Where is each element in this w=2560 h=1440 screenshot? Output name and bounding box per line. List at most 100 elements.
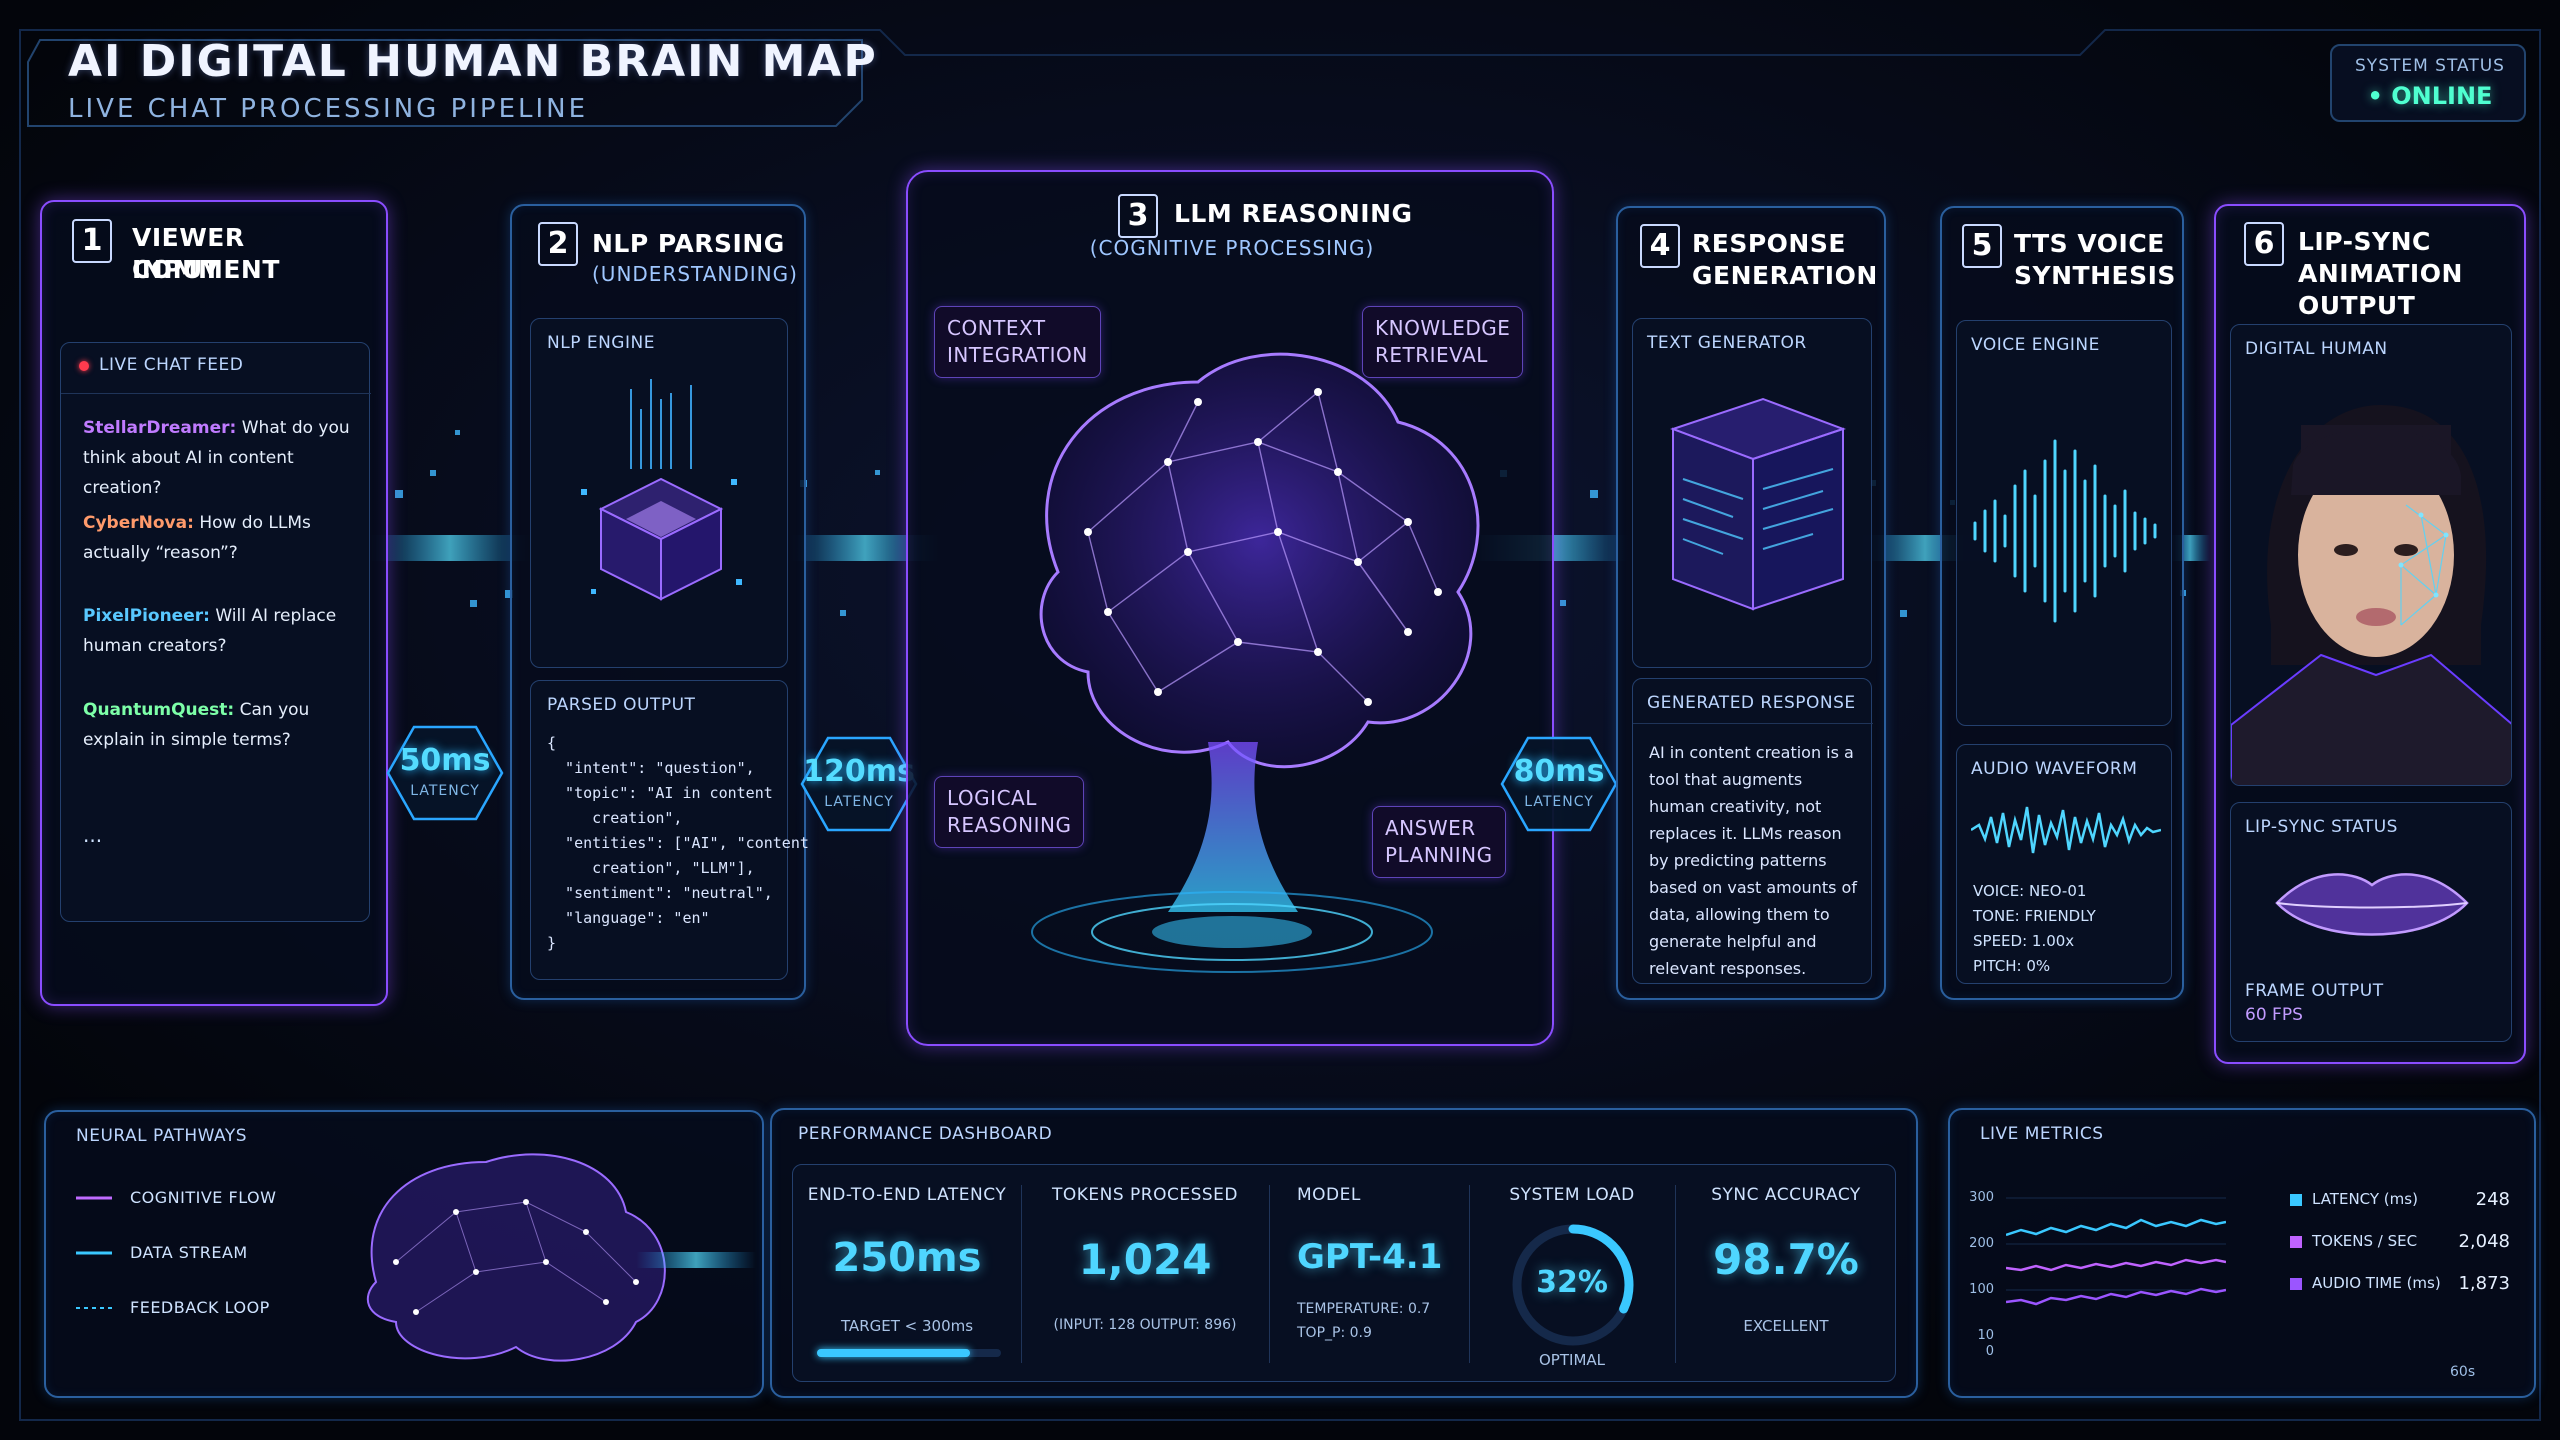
step-3-number: 3 bbox=[1118, 194, 1158, 238]
neural-pathways-panel: NEURAL PATHWAYS COGNITIVE FLOW DATA STRE… bbox=[44, 1110, 764, 1398]
performance-dashboard: PERFORMANCE DASHBOARD END-TO-END LATENCY… bbox=[770, 1108, 1918, 1398]
live-legend-name: LATENCY (ms) bbox=[2312, 1190, 2418, 1208]
parsed-output-label: PARSED OUTPUT bbox=[547, 695, 696, 715]
live-legend-name: AUDIO TIME (ms) bbox=[2312, 1274, 2441, 1292]
step-4-number: 4 bbox=[1640, 224, 1680, 268]
step-2-subtitle: (UNDERSTANDING) bbox=[592, 262, 798, 286]
generated-response-panel: GENERATED RESPONSE AI in content creatio… bbox=[1632, 678, 1873, 984]
live-chat-feed[interactable]: LIVE CHAT FEED StellarDreamer: What do y… bbox=[60, 342, 371, 922]
text-generator-label: TEXT GENERATOR bbox=[1647, 333, 1807, 353]
divider bbox=[1633, 723, 1873, 724]
latency-badge-2: 120ms LATENCY bbox=[800, 736, 918, 832]
voice-engine-panel: VOICE ENGINE bbox=[1956, 320, 2172, 726]
live-metrics-x-label: 60s bbox=[2450, 1364, 2476, 1380]
latency-progress-bar bbox=[817, 1349, 1001, 1357]
metric-model-label: MODEL bbox=[1297, 1185, 1361, 1205]
divider bbox=[1469, 1185, 1470, 1363]
lip-sync-status-label: LIP-SYNC STATUS bbox=[2245, 817, 2398, 837]
neural-pathways-title: NEURAL PATHWAYS bbox=[76, 1126, 248, 1146]
legend-swatch-icon bbox=[2290, 1194, 2302, 1206]
step-3-title: LLM REASONING bbox=[1174, 199, 1413, 228]
step-3-subtitle: (COGNITIVE PROCESSING) bbox=[1089, 236, 1375, 260]
generated-response-text: AI in content creation is a tool that au… bbox=[1649, 743, 1857, 978]
text-stack-icon bbox=[1670, 397, 1846, 611]
chat-text: What do you think about AI in content cr… bbox=[83, 418, 350, 498]
step-4-title-line1: RESPONSE bbox=[1692, 229, 1846, 258]
chat-text: Can you explain in simple terms? bbox=[83, 700, 310, 750]
step-1-number: 1 bbox=[72, 219, 112, 263]
step-6-title-line2: ANIMATION OUTPUT bbox=[2298, 259, 2463, 320]
step-4-panel: 4 RESPONSE GENERATION TEXT GENERATOR GEN… bbox=[1616, 206, 1886, 1000]
nlp-cube-icon bbox=[581, 379, 742, 601]
audio-waveform-label: AUDIO WAVEFORM bbox=[1971, 759, 2138, 779]
y-tick: 10 bbox=[1977, 1328, 1994, 1343]
chat-message[interactable]: StellarDreamer: What do you think about … bbox=[83, 413, 363, 503]
chat-username: CyberNova: bbox=[83, 513, 194, 533]
chat-username: PixelPioneer: bbox=[83, 606, 210, 626]
frame-output-label: FRAME OUTPUT bbox=[2245, 981, 2384, 1001]
step-2-number: 2 bbox=[538, 222, 578, 266]
legend-swatch-icon bbox=[2290, 1278, 2302, 1290]
generated-response-label: GENERATED RESPONSE bbox=[1647, 693, 1856, 713]
chat-message[interactable]: QuantumQuest: Can you explain in simple … bbox=[83, 695, 363, 755]
chat-message[interactable]: PixelPioneer: Will AI replace human crea… bbox=[83, 601, 363, 661]
digital-human-avatar bbox=[2231, 405, 2511, 785]
brain-network-icon bbox=[1031, 352, 1480, 973]
divider bbox=[1675, 1185, 1676, 1363]
latency-progress-fill bbox=[817, 1349, 970, 1357]
neural-legend-icons bbox=[76, 1196, 112, 1309]
voice-waveform-icon bbox=[1973, 439, 2157, 623]
metric-system-load: SYSTEM LOAD 32% OPTIMAL bbox=[1469, 1165, 1675, 1383]
metric-system-load-label: SYSTEM LOAD bbox=[1509, 1185, 1635, 1205]
latency-badge-1-value: 50ms bbox=[399, 743, 491, 778]
metric-sync-accuracy-label: SYNC ACCURACY bbox=[1711, 1185, 1861, 1205]
live-metrics-title: LIVE METRICS bbox=[1980, 1124, 2104, 1144]
chat-username: QuantumQuest: bbox=[83, 700, 235, 720]
metric-latency-target: TARGET < 300ms bbox=[840, 1317, 974, 1335]
y-tick: 200 bbox=[1969, 1236, 1994, 1251]
y-tick: 300 bbox=[1969, 1190, 1994, 1205]
system-status-badge: • ONLINE bbox=[2367, 82, 2493, 110]
knowledge-retrieval-tag: KNOWLEDGE RETRIEVAL bbox=[1362, 306, 1524, 378]
step-5-number: 5 bbox=[1962, 224, 2002, 268]
audio-waveform-graph bbox=[1971, 806, 2161, 854]
voice-name: VOICE: NEO-01 bbox=[1973, 882, 2087, 900]
metric-tokens: TOKENS PROCESSED 1,024 (INPUT: 128 OUTPU… bbox=[1021, 1165, 1269, 1383]
step-6-number: 6 bbox=[2244, 222, 2284, 266]
voice-speed: SPEED: 1.00x bbox=[1973, 932, 2075, 950]
live-metrics-panel: LIVE METRICS 300 200 100 10 0 60s LATENC… bbox=[1948, 1108, 2536, 1398]
live-metrics-chart bbox=[2006, 1197, 2226, 1306]
voice-tone: TONE: FRIENDLY bbox=[1973, 907, 2096, 925]
step-1-title-line1: VIEWER COMMENT bbox=[132, 223, 280, 284]
metric-sync-accuracy-value: 98.7% bbox=[1713, 1235, 1859, 1284]
divider bbox=[1021, 1185, 1022, 1363]
metric-sync-accuracy-status: EXCELLENT bbox=[1743, 1317, 1829, 1335]
digital-human-panel: DIGITAL HUMAN bbox=[2230, 324, 2512, 786]
step-1-panel: 1 VIEWER COMMENT INPUT LIVE CHAT FEED St… bbox=[40, 200, 388, 1006]
metric-latency-value: 250ms bbox=[832, 1235, 982, 1281]
voice-engine-label: VOICE ENGINE bbox=[1971, 335, 2100, 355]
legend-feedback-loop: FEEDBACK LOOP bbox=[130, 1298, 270, 1317]
step-4-title-line2: GENERATION bbox=[1692, 261, 1878, 290]
divider bbox=[61, 393, 371, 394]
metric-model: MODEL GPT-4.1 TEMPERATURE: 0.7 TOP_P: 0.… bbox=[1269, 1165, 1469, 1383]
digital-human-label: DIGITAL HUMAN bbox=[2245, 339, 2388, 359]
audio-waveform-panel: AUDIO WAVEFORM VOICE: NEO-01 TONE: FRIEN… bbox=[1956, 744, 2172, 984]
nlp-engine-panel: NLP ENGINE bbox=[530, 318, 788, 668]
legend-data-stream: DATA STREAM bbox=[130, 1243, 248, 1262]
metric-tokens-value: 1,024 bbox=[1078, 1235, 1212, 1284]
metric-system-load-value: 32% bbox=[1536, 1265, 1608, 1300]
divider bbox=[1269, 1185, 1270, 1363]
metric-tokens-label: TOKENS PROCESSED bbox=[1051, 1185, 1239, 1205]
chat-more-indicator: ... bbox=[83, 823, 103, 847]
metric-sync-accuracy: SYNC ACCURACY 98.7% EXCELLENT bbox=[1675, 1165, 1897, 1383]
y-tick: 0 bbox=[1985, 1344, 1994, 1359]
chat-message[interactable]: CyberNova: How do LLMs actually “reason”… bbox=[83, 508, 363, 568]
legend-swatch-icon bbox=[2290, 1236, 2302, 1248]
logical-reasoning-tag: LOGICAL REASONING bbox=[934, 776, 1085, 848]
metric-tokens-breakdown: (INPUT: 128 OUTPUT: 896) bbox=[1053, 1317, 1237, 1333]
page-subtitle: LIVE CHAT PROCESSING PIPELINE bbox=[68, 94, 589, 124]
metric-model-temperature: TEMPERATURE: 0.7 bbox=[1297, 1301, 1431, 1317]
latency-badge-3-value: 80ms bbox=[1513, 754, 1605, 789]
step-5-panel: 5 TTS VOICE SYNTHESIS VOICE ENGINE AUDIO… bbox=[1940, 206, 2184, 1000]
